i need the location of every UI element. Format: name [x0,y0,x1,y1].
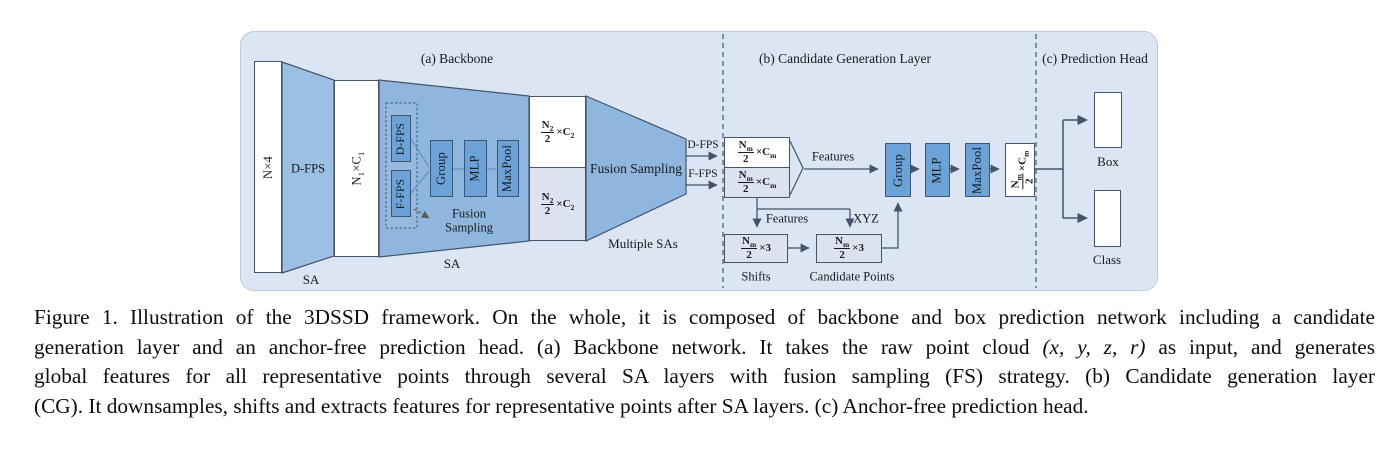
box-output-rect [1094,92,1122,148]
caption-line-3: global features for all representative p… [34,364,1375,388]
input-points-box: N×4 [254,61,282,273]
features-bottom-label: Features [765,211,809,226]
cg-maxpool-label: MaxPool [970,146,984,194]
fs-ffps-label: F-FPS [395,178,408,209]
backbone-group-box: Group [430,140,453,197]
figure-caption: Figure 1. Illustration of the 3DSSD fram… [34,303,1375,421]
sa1-label: SA [302,272,320,287]
caption-line-4: (CG). It downsamples, shifts and extract… [34,393,1089,418]
n1c1-label: N1×C1 [349,151,366,186]
cg-group-label: Group [890,153,905,187]
backbone-maxpool-label: MaxPool [500,144,515,193]
fs-dfps-label: D-FPS [395,122,408,155]
input-points-label: N×4 [260,155,275,179]
caption-line-2: generation layer and an anchor-free pred… [34,334,1375,359]
ffps-arrow-label: F-FPS [688,168,718,180]
box-label: Box [1097,154,1119,169]
fs-ffps-box: F-FPS [391,170,411,217]
caption-line-1: Figure 1. Illustration of the 3DSSD fram… [34,305,1375,329]
cg-mlp-label: MLP [930,156,944,184]
section-b-title: (b) Candidate Generation Layer [758,51,932,66]
backbone-mlp-box: MLP [464,140,487,197]
class-label: Class [1092,252,1122,267]
fusion-sampling-annotation: Fusion Sampling [445,206,493,235]
multiple-sas-label: Multiple SAs [608,236,678,251]
sa2-label: SA [443,256,461,271]
dfps-arrow-label: D-FPS [687,139,719,151]
xyz-label: XYZ [853,211,879,226]
features-top-label: Features [811,149,855,164]
trap1-dfps-label: D-FPS [290,161,326,176]
n1c1-box: N1×C1 [334,80,379,257]
cg-group-box: Group [885,143,911,197]
backbone-mlp-label: MLP [468,155,482,182]
shifts-label: Shifts [741,269,771,284]
section-a-title: (a) Backbone [420,51,494,66]
cg-mlp-box: MLP [925,143,950,197]
backbone-maxpool-box: MaxPool [497,140,519,197]
fs-dfps-box: D-FPS [391,115,411,162]
cg-maxpool-box: MaxPool [965,143,990,197]
backbone-group-label: Group [434,152,449,185]
section-c-title: (c) Prediction Head [1042,51,1148,66]
point-cloud-math: (x, y, z, r) [1042,334,1146,359]
fusion-sampling-trapezoid-label: Fusion Sampling [590,161,682,176]
candidate-points-label: Candidate Points [809,269,895,284]
class-output-rect [1094,190,1121,247]
